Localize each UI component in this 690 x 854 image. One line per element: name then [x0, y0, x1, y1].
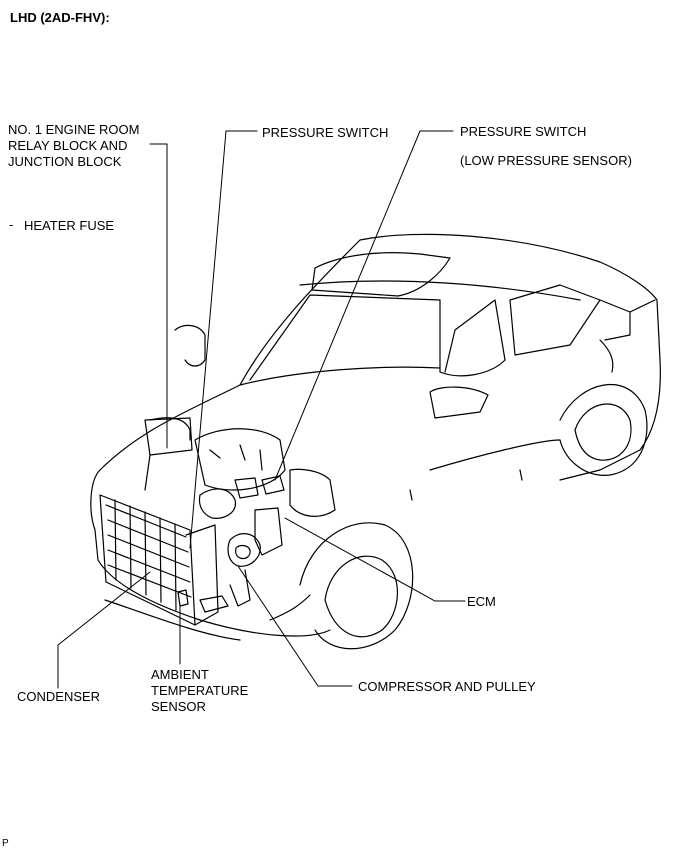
footer-code: P: [2, 838, 9, 849]
relay-block-label-line3: JUNCTION BLOCK: [8, 154, 122, 169]
ecm-label: ECM: [467, 594, 496, 609]
compressor-leader: [237, 565, 353, 687]
car-body: [90, 233, 661, 650]
engine-bay: [144, 417, 336, 613]
pressure-switch-leader: [189, 130, 258, 549]
ecm-leader: [284, 517, 466, 602]
ambient-sensor-label-line3: SENSOR: [151, 699, 206, 714]
low-pressure-sensor-leader: [274, 130, 454, 481]
relay-block-label-line1: NO. 1 ENGINE ROOM: [8, 122, 140, 137]
relay-block-leader: [149, 143, 168, 449]
low-pressure-sensor-label: (LOW PRESSURE SENSOR): [460, 153, 632, 168]
pressure-switch-2-label: PRESSURE SWITCH: [460, 124, 587, 139]
leader-lines: [57, 130, 466, 689]
ambient-sensor-label-line1: AMBIENT: [151, 667, 209, 682]
condenser: [99, 494, 219, 626]
diagram-title: LHD (2AD-FHV):: [10, 10, 110, 25]
heater-fuse-label: HEATER FUSE: [24, 218, 115, 233]
compressor-label: COMPRESSOR AND PULLEY: [358, 679, 536, 694]
pressure-switch-label: PRESSURE SWITCH: [262, 125, 389, 140]
condenser-leader: [57, 571, 151, 689]
ambient-sensor-label-line2: TEMPERATURE: [151, 683, 249, 698]
condenser-label: CONDENSER: [17, 689, 101, 704]
relay-block-label-line2: RELAY BLOCK AND: [8, 138, 128, 153]
heater-fuse-bullet: -: [9, 217, 14, 232]
